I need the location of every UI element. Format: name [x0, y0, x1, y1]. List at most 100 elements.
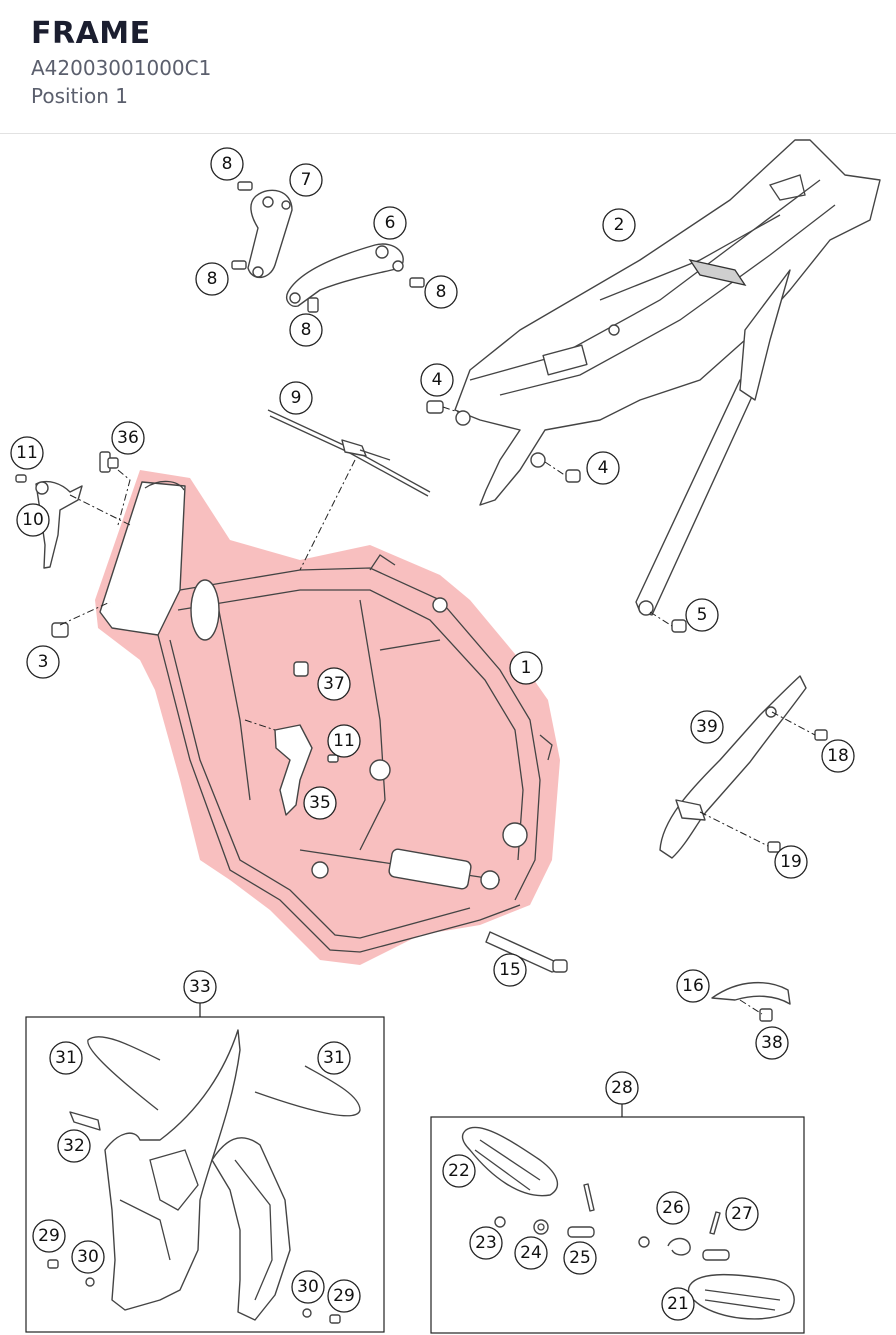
- spring-part-24[interactable]: [533, 1219, 549, 1235]
- clip-part-37[interactable]: [293, 661, 309, 677]
- svg-text:2: 2: [614, 215, 625, 235]
- pin-part-25[interactable]: [567, 1226, 730, 1261]
- svg-text:32: 32: [63, 1136, 85, 1156]
- svg-text:23: 23: [475, 1233, 497, 1253]
- position-label: Position 1: [31, 84, 128, 108]
- callout-21[interactable]: 21: [661, 1287, 695, 1321]
- part-number: A42003001000C1: [31, 56, 212, 80]
- callout-25[interactable]: 25: [563, 1241, 597, 1275]
- callout-5[interactable]: 5: [685, 598, 719, 632]
- svg-text:36: 36: [117, 428, 139, 448]
- callout-24[interactable]: 24: [514, 1236, 548, 1270]
- callout-4b[interactable]: 4: [586, 451, 620, 485]
- svg-text:22: 22: [448, 1161, 470, 1181]
- subframe-part-2[interactable]: [454, 139, 881, 506]
- svg-text:30: 30: [77, 1247, 99, 1267]
- callout-2[interactable]: 2: [602, 208, 636, 242]
- svg-text:19: 19: [780, 852, 802, 872]
- callout-1[interactable]: 1: [509, 651, 543, 685]
- callout-39[interactable]: 39: [690, 710, 724, 744]
- callout-31a[interactable]: 31: [49, 1041, 83, 1075]
- frame-protector-left[interactable]: [104, 1029, 241, 1311]
- connector-part-36[interactable]: [99, 451, 119, 473]
- callout-19[interactable]: 19: [774, 845, 808, 879]
- callout-6[interactable]: 6: [373, 206, 407, 240]
- screw-part-18[interactable]: [814, 729, 828, 741]
- callout-33[interactable]: 33: [183, 970, 217, 1004]
- callout-11b[interactable]: 11: [327, 724, 361, 758]
- callout-28[interactable]: 28: [605, 1071, 639, 1105]
- screw-part-38[interactable]: [759, 1008, 773, 1022]
- bolt-part-8[interactable]: [231, 181, 425, 313]
- bracket-part-7[interactable]: [247, 189, 293, 279]
- bolt-part-5[interactable]: [671, 619, 687, 633]
- callout-26[interactable]: 26: [656, 1191, 690, 1225]
- plug-part-3[interactable]: [51, 622, 69, 638]
- svg-text:28: 28: [611, 1078, 633, 1098]
- callout-4a[interactable]: 4: [420, 363, 454, 397]
- callout-27[interactable]: 27: [725, 1197, 759, 1231]
- callout-29b[interactable]: 29: [327, 1279, 361, 1313]
- svg-text:29: 29: [333, 1286, 355, 1306]
- footrest-part-22[interactable]: [461, 1126, 559, 1197]
- callout-22[interactable]: 22: [442, 1154, 476, 1188]
- svg-text:39: 39: [696, 717, 718, 737]
- strut-part-5[interactable]: [635, 269, 791, 616]
- callout-29a[interactable]: 29: [32, 1219, 66, 1253]
- svg-text:38: 38: [761, 1033, 783, 1053]
- callout-18[interactable]: 18: [821, 739, 855, 773]
- cover-part-16[interactable]: [711, 982, 791, 1005]
- callout-36[interactable]: 36: [111, 421, 145, 455]
- clip-part-10[interactable]: [35, 480, 83, 569]
- callout-30a[interactable]: 30: [71, 1240, 105, 1274]
- callout-3[interactable]: 3: [26, 645, 60, 679]
- svg-text:21: 21: [667, 1294, 689, 1314]
- svg-text:9: 9: [291, 388, 302, 408]
- cable-tie-part-9[interactable]: [267, 409, 431, 497]
- callout-38[interactable]: 38: [755, 1026, 789, 1060]
- svg-text:30: 30: [297, 1277, 319, 1297]
- callout-8a[interactable]: 8: [210, 147, 244, 181]
- svg-text:8: 8: [207, 269, 218, 289]
- callout-8c[interactable]: 8: [424, 275, 458, 309]
- callout-11a[interactable]: 11: [10, 436, 44, 470]
- svg-text:24: 24: [520, 1243, 542, 1263]
- callout-23[interactable]: 23: [469, 1226, 503, 1260]
- spring-part-26[interactable]: [638, 1236, 691, 1256]
- washer-part-30[interactable]: [85, 1277, 312, 1318]
- clip-part-32[interactable]: [69, 1111, 101, 1131]
- wire-part-31[interactable]: [87, 1036, 361, 1117]
- guard-part-35[interactable]: [274, 724, 313, 816]
- screw-part-29[interactable]: [47, 1259, 341, 1324]
- svg-text:4: 4: [432, 370, 443, 390]
- screw-part-19[interactable]: [767, 841, 781, 853]
- parts-diagram: 8 7 8 6 8 8 2 4 4 9 11 36 10 3 5 1 37 11…: [10, 139, 881, 1334]
- svg-text:6: 6: [385, 213, 396, 233]
- callout-7[interactable]: 7: [289, 163, 323, 197]
- callout-10[interactable]: 10: [16, 503, 50, 537]
- frame-part-1[interactable]: [95, 470, 560, 965]
- callout-16[interactable]: 16: [676, 969, 710, 1003]
- callout-35[interactable]: 35: [303, 786, 337, 820]
- frame-protector-right[interactable]: [211, 1137, 291, 1321]
- svg-text:3: 3: [38, 652, 49, 672]
- footrest-part-21[interactable]: [687, 1273, 795, 1320]
- washer-part-23[interactable]: [494, 1216, 506, 1228]
- callout-32[interactable]: 32: [57, 1129, 91, 1163]
- callout-8b[interactable]: 8: [195, 262, 229, 296]
- callout-31b[interactable]: 31: [317, 1041, 351, 1075]
- pin-part-27[interactable]: [583, 1183, 721, 1235]
- bracket-part-6[interactable]: [286, 243, 404, 307]
- svg-text:31: 31: [55, 1048, 77, 1068]
- svg-text:11: 11: [333, 731, 355, 751]
- chain-slider-part-39[interactable]: [659, 675, 807, 859]
- svg-text:15: 15: [499, 960, 521, 980]
- callout-15[interactable]: 15: [493, 953, 527, 987]
- screw-part-11[interactable]: [15, 474, 339, 763]
- callout-9[interactable]: 9: [279, 381, 313, 415]
- callout-30b[interactable]: 30: [291, 1270, 325, 1304]
- bolt-part-15[interactable]: [485, 931, 568, 973]
- callout-8d[interactable]: 8: [289, 313, 323, 347]
- callout-37[interactable]: 37: [317, 667, 351, 701]
- kit-box-33: [25, 1016, 385, 1333]
